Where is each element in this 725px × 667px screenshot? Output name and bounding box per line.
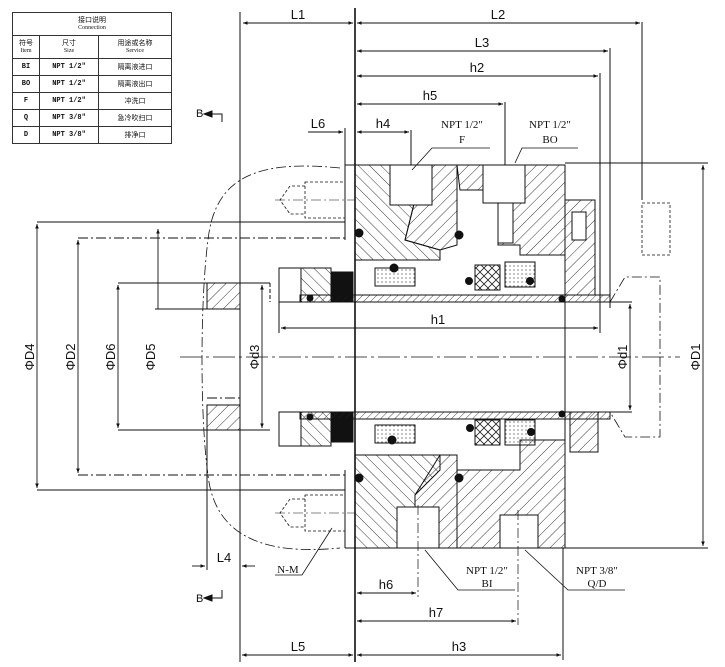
label-L5: L5 — [291, 639, 305, 654]
svg-text:Φd1: Φd1 — [615, 345, 630, 370]
leader-F — [411, 147, 490, 171]
table-title-cn: 接口说明 — [78, 16, 106, 24]
callout-BI-label: BI — [482, 578, 493, 590]
set-screw-housing-top — [278, 267, 302, 303]
svg-text:ΦD6: ΦD6 — [103, 344, 118, 371]
label-D5: ΦD5 — [143, 344, 158, 371]
callout-QD-size: NPT 3/8" — [576, 565, 618, 577]
callout-BO-label: BO — [542, 134, 557, 146]
svg-text:ΦD1: ΦD1 — [688, 344, 703, 371]
table-row: D NPT 3/8" 排净口 — [12, 126, 172, 144]
label-D2: ΦD2 — [63, 344, 78, 371]
shaft-end-outline — [609, 276, 661, 438]
label-L1: L1 — [291, 7, 305, 22]
section-arrow-top — [202, 110, 213, 118]
svg-text:Φd3: Φd3 — [247, 345, 262, 370]
svg-text:ΦD2: ΦD2 — [63, 344, 78, 371]
nut-top — [571, 211, 587, 241]
label-h5: h5 — [423, 88, 437, 103]
sleeve-top — [299, 294, 611, 303]
collar-top — [206, 282, 241, 310]
table-title-en: Connection — [78, 25, 106, 31]
table-row: BO NPT 1/2" 隔离液出口 — [12, 75, 172, 93]
svg-text:ΦD4: ΦD4 — [22, 344, 37, 371]
leader-BO — [514, 147, 578, 164]
table-row: Q NPT 3/8" 急冷吹扫口 — [12, 109, 172, 127]
callout-BI-size: NPT 1/2" — [466, 565, 508, 577]
cell-service: 排净口 — [98, 126, 172, 144]
callout-F-size: NPT 1/2" — [441, 119, 483, 131]
gland-plate-bottom — [569, 411, 599, 453]
sleeve-bottom — [299, 411, 611, 420]
callout-BO-size: NPT 1/2" — [529, 119, 571, 131]
packing-bottom — [474, 419, 501, 446]
svg-text:ΦD5: ΦD5 — [143, 344, 158, 371]
label-section-bottom: B — [196, 593, 203, 605]
set-screw-housing-bottom — [278, 411, 302, 447]
label-L2: L2 — [491, 7, 505, 22]
pump-box-right — [641, 202, 671, 256]
label-D1: ΦD1 — [688, 344, 703, 371]
label-L3: L3 — [475, 35, 489, 50]
section-arrow-bottom — [202, 594, 213, 602]
packing-top — [474, 264, 501, 291]
label-d3: Φd3 — [247, 345, 262, 370]
chamber-outline — [201, 165, 341, 550]
leader-NM — [275, 527, 333, 576]
callout-NM-label: N-M — [277, 564, 299, 576]
callout-F-label: F — [459, 134, 465, 146]
section-marker-top-line — [212, 113, 223, 122]
collar-bottom — [206, 404, 241, 431]
port-BO — [482, 164, 526, 204]
section-marker-bottom-line — [212, 590, 223, 599]
leader-BI — [424, 549, 515, 591]
label-D4: ΦD4 — [22, 344, 37, 371]
table-row: BI NPT 1/2" 隔离液进口 — [12, 58, 172, 76]
label-h7: h7 — [429, 605, 443, 620]
label-D6: ΦD6 — [103, 344, 118, 371]
label-L6: L6 — [311, 116, 325, 131]
port-F — [389, 164, 433, 206]
label-section-top: B — [196, 108, 203, 120]
label-h3: h3 — [452, 639, 466, 654]
leader-QD — [524, 549, 625, 591]
label-h2: h2 — [470, 60, 484, 75]
label-h1: h1 — [431, 312, 445, 327]
label-d1: Φd1 — [615, 345, 630, 370]
label-h6: h6 — [379, 577, 393, 592]
label-h4: h4 — [376, 116, 390, 131]
label-L4: L4 — [217, 550, 231, 565]
port-QD — [499, 514, 539, 549]
callout-QD-label: Q/D — [588, 578, 607, 590]
